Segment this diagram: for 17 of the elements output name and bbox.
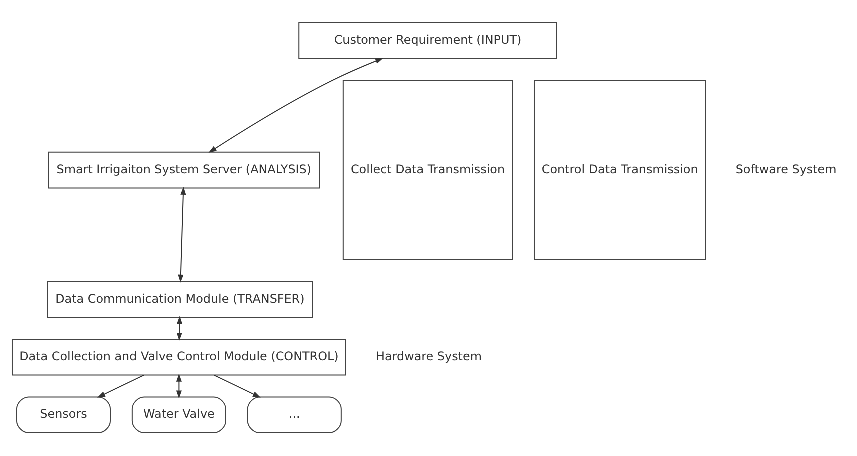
arrow xyxy=(176,316,183,341)
node-box: Collect Data Transmission xyxy=(342,80,514,260)
node-box: Water Valve xyxy=(132,396,226,434)
node-box: Data Collection and Valve Control Module (CONTROL) xyxy=(12,338,346,376)
node-box: Sensors xyxy=(16,396,112,434)
node-box: Smart Irrigaiton System Server (ANALYSIS) xyxy=(48,152,320,189)
arrow xyxy=(97,374,144,398)
arrow xyxy=(178,186,186,283)
node-box: Data Communication Module (TRANSFER) xyxy=(47,281,314,318)
arrow xyxy=(214,374,261,398)
node-box: ... xyxy=(247,396,342,434)
label: Hardware System xyxy=(376,349,482,364)
arrow xyxy=(208,58,384,154)
label: Software System xyxy=(736,162,837,176)
arrow xyxy=(176,374,182,399)
node-box: Control Data Transmission xyxy=(534,80,706,260)
node-box: Customer Requirement (INPUT) xyxy=(298,22,558,60)
